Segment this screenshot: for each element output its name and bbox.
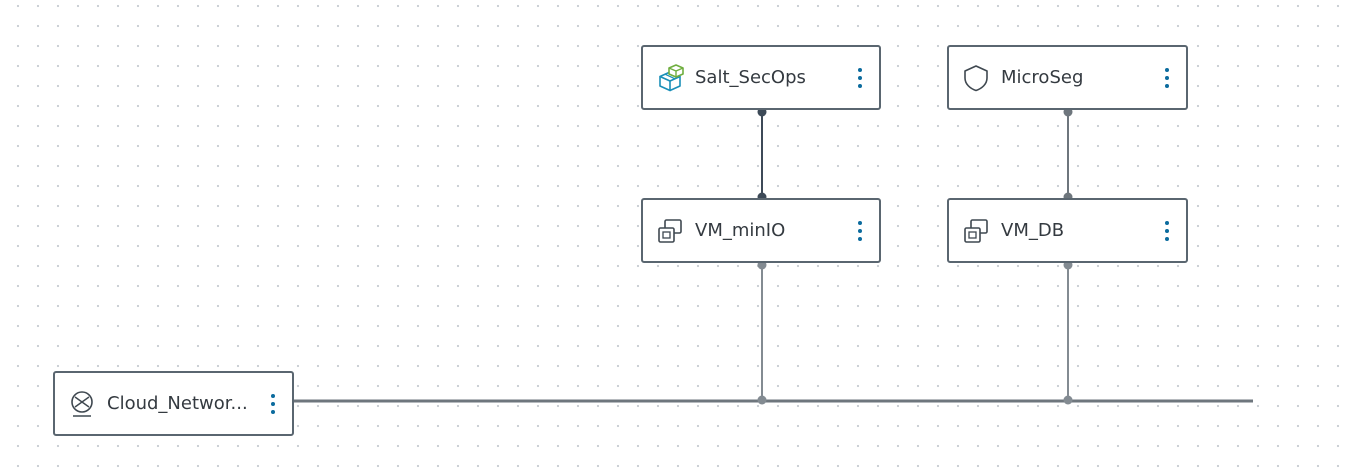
- more-vertical-icon[interactable]: [1156, 216, 1178, 246]
- node-cloud-network[interactable]: Cloud_Networ...: [53, 371, 294, 436]
- node-vm-db[interactable]: VM_DB: [947, 198, 1188, 263]
- node-vm-minio[interactable]: VM_minIO: [641, 198, 881, 263]
- salt-cube-icon: [655, 63, 685, 93]
- network-icon: [67, 389, 97, 419]
- connector-port: [1063, 395, 1073, 405]
- more-vertical-icon[interactable]: [849, 63, 871, 93]
- node-label: Cloud_Networ...: [107, 393, 248, 414]
- node-label: MicroSeg: [1001, 67, 1084, 88]
- vm-icon: [961, 216, 991, 246]
- node-label: VM_DB: [1001, 220, 1065, 241]
- connector-port: [757, 395, 767, 405]
- more-vertical-icon[interactable]: [262, 389, 284, 419]
- node-label: VM_minIO: [695, 220, 786, 241]
- shield-icon: [961, 63, 991, 93]
- node-salt-secops[interactable]: Salt_SecOps: [641, 45, 881, 110]
- more-vertical-icon[interactable]: [849, 216, 871, 246]
- more-vertical-icon[interactable]: [1156, 63, 1178, 93]
- node-label: Salt_SecOps: [695, 67, 806, 88]
- vm-icon: [655, 216, 685, 246]
- node-microseg[interactable]: MicroSeg: [947, 45, 1188, 110]
